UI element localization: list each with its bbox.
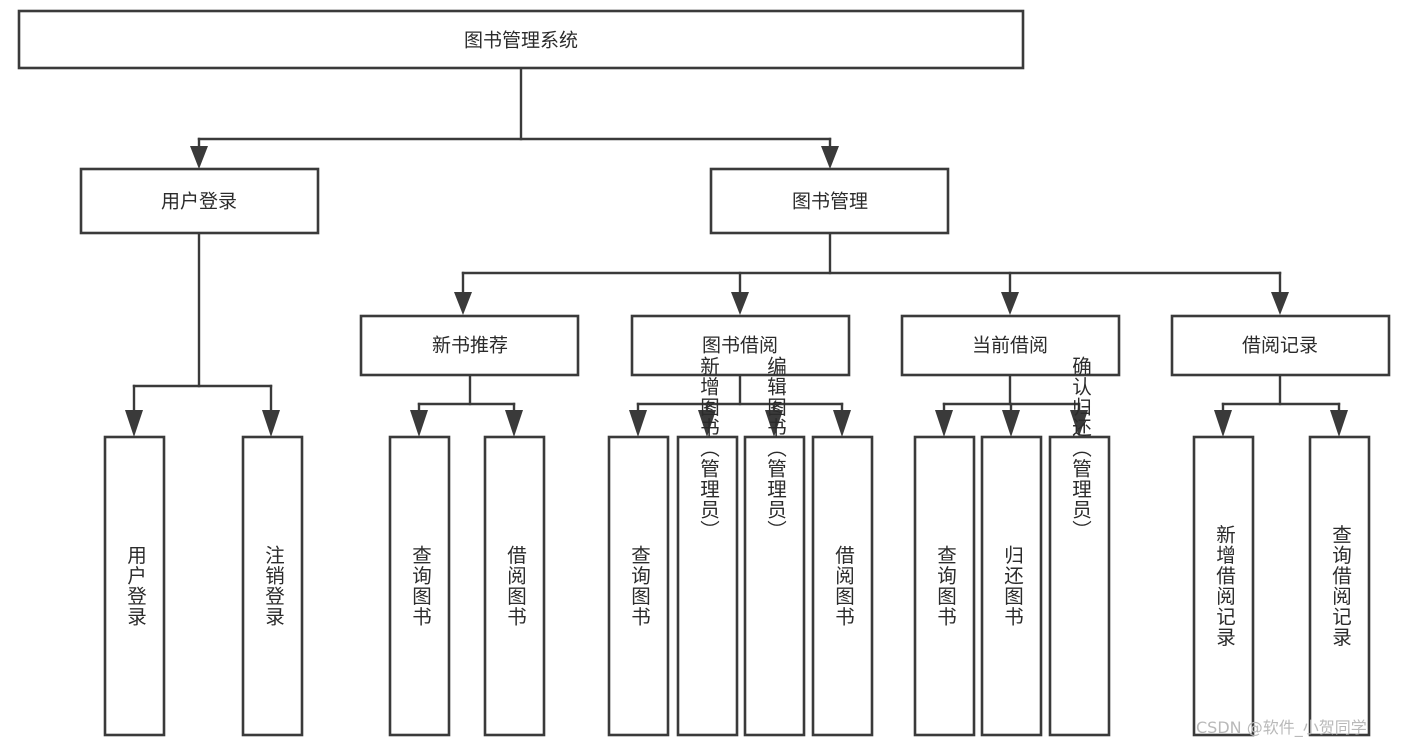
book-borrow-box[interactable] <box>630 314 851 377</box>
leaf-add-book-label: 新增图书（管理员） <box>697 356 720 541</box>
current-borrow-label: 当前借阅 <box>972 335 1048 357</box>
book-manage-label: 图书管理 <box>792 191 868 213</box>
leaf-return-book-label: 归还图书 <box>1001 545 1024 627</box>
leaf-user-login-label: 用户登录 <box>124 545 147 627</box>
arrow-to-user-login <box>190 146 208 169</box>
borrow-record-label: 借阅记录 <box>1242 335 1318 357</box>
node-leaf-return-book[interactable]: 归还图书 <box>980 435 1043 737</box>
book-manage-box[interactable] <box>709 167 950 235</box>
node-leaf-query-book-2[interactable]: 查询图书 <box>607 435 670 737</box>
node-book-manage[interactable]: 图书管理 <box>709 167 950 235</box>
leaf-query-book-1-box[interactable] <box>388 435 451 737</box>
leaf-borrow-book-1-box[interactable] <box>483 435 546 737</box>
node-leaf-query-record[interactable]: 查询借阅记录 <box>1308 435 1371 737</box>
leaf-add-record-box[interactable] <box>1192 435 1255 737</box>
connector-group-current-borrow <box>935 373 1088 437</box>
leaf-edit-book-label: 编辑图书（管理员） <box>764 356 787 541</box>
leaf-query-book-1-label: 查询图书 <box>409 545 432 627</box>
node-book-borrow[interactable]: 图书借阅 <box>630 314 851 377</box>
connector-group-book-borrow <box>629 373 851 437</box>
leaf-edit-book-box[interactable] <box>743 435 806 737</box>
node-leaf-borrow-book-1[interactable]: 借阅图书 <box>483 435 546 737</box>
root-label: 图书管理系统 <box>464 30 578 52</box>
node-leaf-logout-login[interactable]: 注销登录 <box>241 435 304 737</box>
user-login-box[interactable] <box>79 167 320 235</box>
node-borrow-record[interactable]: 借阅记录 <box>1170 314 1391 377</box>
leaf-query-book-2-label: 查询图书 <box>628 545 651 627</box>
leaf-confirm-return-box[interactable] <box>1048 435 1111 737</box>
current-borrow-box[interactable] <box>900 314 1121 377</box>
leaf-add-book-box[interactable] <box>676 435 739 737</box>
root-box[interactable] <box>17 9 1025 70</box>
connector-group-user-login <box>125 231 280 437</box>
book-borrow-label: 图书借阅 <box>702 335 778 357</box>
connector-group-root <box>190 66 839 169</box>
leaf-query-book-3-box[interactable] <box>913 435 976 737</box>
new-book-rec-box[interactable] <box>359 314 580 377</box>
leaf-user-login-box[interactable] <box>103 435 166 737</box>
node-user-login[interactable]: 用户登录 <box>79 167 320 235</box>
leaf-confirm-return-label: 确认归还（管理员） <box>1069 356 1092 541</box>
leaf-borrow-book-2-label: 借阅图书 <box>832 545 855 627</box>
leaf-borrow-book-1-label: 借阅图书 <box>504 545 527 627</box>
borrow-record-box[interactable] <box>1170 314 1391 377</box>
node-current-borrow[interactable]: 当前借阅 <box>900 314 1121 377</box>
leaf-return-book-box[interactable] <box>980 435 1043 737</box>
node-leaf-add-record[interactable]: 新增借阅记录 <box>1192 435 1255 737</box>
connector-group-borrow-record <box>1214 373 1348 437</box>
new-book-rec-label: 新书推荐 <box>432 335 508 357</box>
leaf-query-book-2-box[interactable] <box>607 435 670 737</box>
leaf-query-record-box[interactable] <box>1308 435 1371 737</box>
node-leaf-query-book-3[interactable]: 查询图书 <box>913 435 976 737</box>
node-root[interactable]: 图书管理系统 <box>17 9 1025 70</box>
leaf-query-book-3-label: 查询图书 <box>934 545 957 627</box>
node-leaf-user-login[interactable]: 用户登录 <box>103 435 166 737</box>
node-leaf-edit-book[interactable]: 编辑图书（管理员） <box>743 356 806 737</box>
csdn-watermark: CSDN @软件_小贺同学 <box>1196 718 1367 737</box>
leaf-borrow-book-2-box[interactable] <box>811 435 874 737</box>
leaf-logout-login-label: 注销登录 <box>262 545 285 627</box>
arrow-to-book-manage <box>821 146 839 169</box>
leaf-query-record-label: 查询借阅记录 <box>1329 525 1352 648</box>
leaf-add-record-label: 新增借阅记录 <box>1213 525 1236 648</box>
connector-group-new-book-rec <box>410 373 523 437</box>
node-leaf-query-book-1[interactable]: 查询图书 <box>388 435 451 737</box>
leaf-logout-login-box[interactable] <box>241 435 304 737</box>
node-leaf-confirm-return[interactable]: 确认归还（管理员） <box>1048 356 1111 737</box>
node-leaf-add-book[interactable]: 新增图书（管理员） <box>676 356 739 737</box>
connector-group-book-manage <box>454 231 1289 315</box>
node-new-book-rec[interactable]: 新书推荐 <box>359 314 580 377</box>
node-leaf-borrow-book-2[interactable]: 借阅图书 <box>811 435 874 737</box>
user-login-label: 用户登录 <box>161 191 237 213</box>
